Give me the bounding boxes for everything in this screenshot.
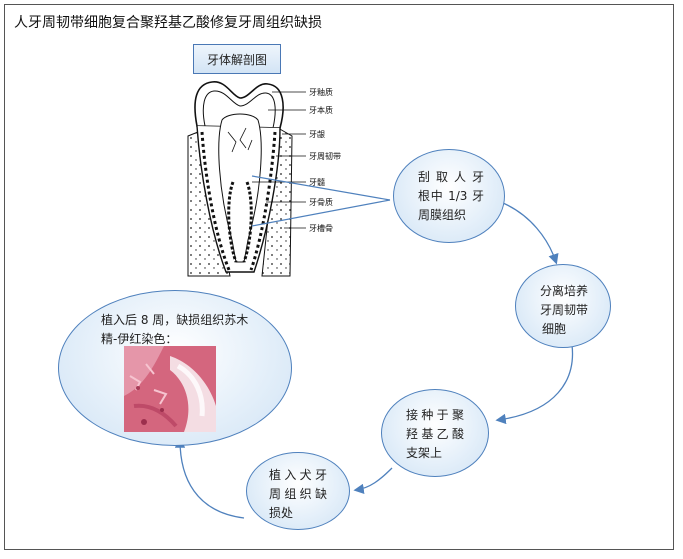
process-arrows xyxy=(174,202,574,519)
label-alveolar-bone: 牙槽骨 xyxy=(309,223,333,233)
diagram-title: 人牙周韧带细胞复合聚羟基乙酸修复牙周组织缺损 xyxy=(14,15,322,31)
step4-bubble: 植入犬牙 周组织缺 损处 xyxy=(246,452,350,530)
step1-bubble: 刮取人牙 根中 1/3 牙 周膜组织 xyxy=(393,149,505,243)
step3-bubble: 接种于聚 羟基乙酸 支架上 xyxy=(381,389,489,477)
arrow-step4-to-result xyxy=(174,437,245,519)
step4-line3: 损处 xyxy=(269,506,294,520)
result-line2: 精-伊红染色： xyxy=(101,332,178,346)
step4-line2: 周组织缺 xyxy=(269,487,327,501)
label-dentin: 牙本质 xyxy=(309,105,333,115)
anatomy-leader-lines xyxy=(252,91,306,229)
step4-line1: 植入犬牙 xyxy=(269,468,327,482)
step1-line3: 周膜组织 xyxy=(418,208,467,222)
anatomy-heading: 牙体解剖图 xyxy=(193,44,281,74)
step2-line1: 分离培养 xyxy=(539,284,588,298)
step3-line1: 接种于聚 xyxy=(406,408,464,422)
step3-line3: 支架上 xyxy=(406,446,443,460)
diagram-frame xyxy=(4,4,674,550)
step2-line2: 牙周韧带 xyxy=(539,303,588,317)
step1-line1: 刮取人牙 xyxy=(418,170,484,184)
step3-line2: 羟基乙酸 xyxy=(406,427,464,441)
label-enamel: 牙釉质 xyxy=(309,87,333,97)
label-gingiva: 牙龈 xyxy=(309,129,325,139)
result-line1: 植入后 8 周，缺损组织苏木 xyxy=(101,313,249,327)
step1-line2: 根中 1/3 牙 xyxy=(418,189,484,203)
step2-line3: 细胞 xyxy=(542,322,567,336)
tooth-anatomy-drawing xyxy=(187,81,293,277)
arrow-step2-to-step3 xyxy=(495,344,574,425)
histology-stain-image xyxy=(124,346,216,432)
arrow-step1-to-step2 xyxy=(502,202,559,265)
step2-bubble: 分离培养 牙周韧带 细胞 xyxy=(515,264,611,348)
root-connector-lines xyxy=(251,175,391,227)
label-cementum: 牙骨质 xyxy=(309,197,333,207)
arrow-step3-to-step4 xyxy=(353,467,393,495)
label-periodontal-ligament: 牙周韧带 xyxy=(309,151,341,161)
label-pulp: 牙髓 xyxy=(309,177,325,187)
